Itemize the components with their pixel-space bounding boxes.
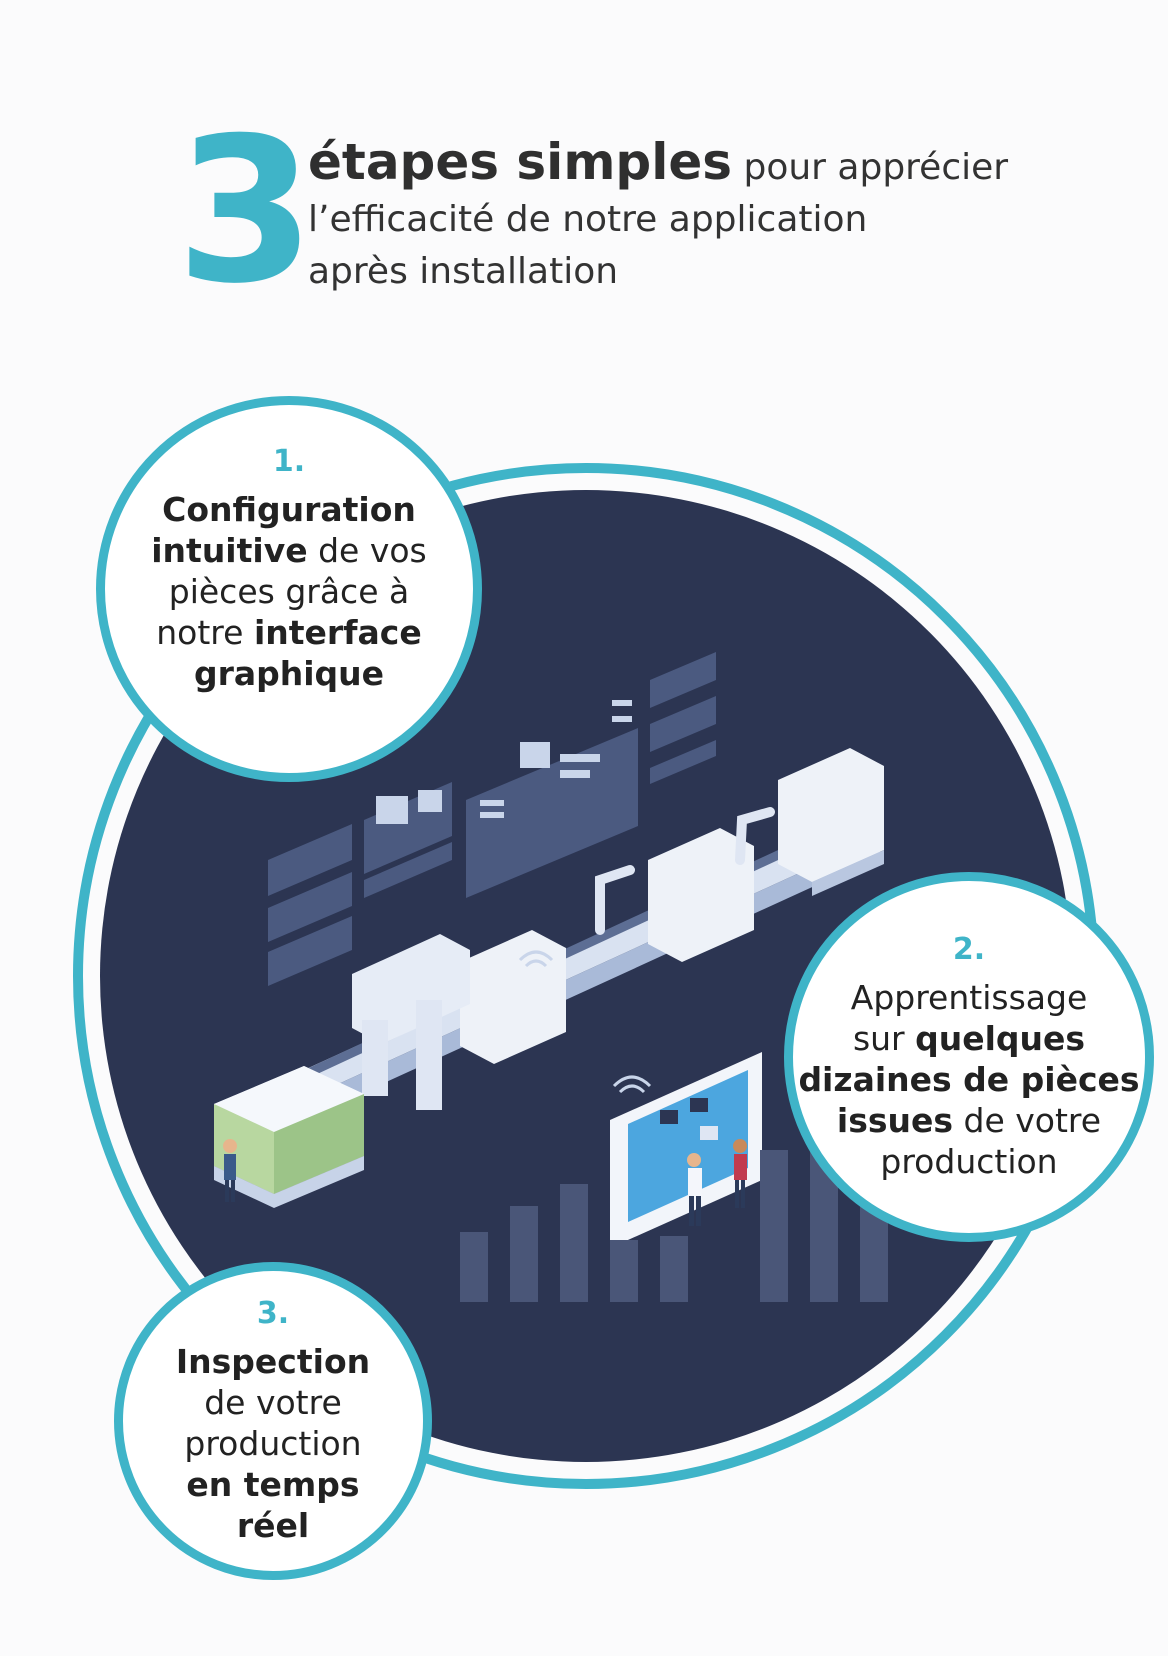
step-2-strong-1: quelques [915, 1019, 1086, 1058]
step-2-strong-2: dizaines de pièces [798, 1060, 1140, 1099]
header: 3 étapes simples pour apprécier l’effica… [0, 0, 1168, 320]
step-2-text-4: production [880, 1142, 1058, 1181]
step-1-text-4: notre [156, 613, 254, 652]
headline: étapes simples pour apprécier l’efficaci… [308, 136, 1028, 298]
step-2-text-1: Apprentissage [850, 978, 1088, 1017]
step-1-strong: Configuration [162, 490, 416, 529]
wifi-icon [518, 950, 652, 1094]
headline-line-3: après installation [308, 251, 619, 292]
step-2-strong-3: issues [836, 1101, 954, 1140]
step-2-text-2: sur [852, 1019, 916, 1058]
tablet [610, 1052, 762, 1248]
steps-count-number: 3 [176, 95, 315, 328]
step-3-strong-2: en temps [186, 1465, 360, 1504]
robot-arms [595, 807, 775, 935]
step-1-strong-2: intuitive [151, 531, 308, 570]
step-2-text: Apprentissage sur quelques dizaines de p… [798, 977, 1139, 1182]
step-1-strong-3: interface [253, 613, 422, 652]
step-3-strong-1: Inspection [175, 1342, 371, 1381]
step-2-text-3: de votre [953, 1101, 1102, 1140]
step-1-number: 1. [272, 444, 306, 479]
step-3-number: 3. [256, 1296, 290, 1331]
panel-details [376, 700, 632, 824]
step-3-text-2: production [184, 1424, 362, 1463]
step-2-number: 2. [952, 932, 986, 967]
step-3-text: Inspection de votre production en temps … [176, 1341, 370, 1546]
step-2-bubble: 2. Apprentissage sur quelques dizaines d… [784, 872, 1154, 1242]
machines [352, 748, 884, 1110]
headline-strong: étapes simples [308, 133, 733, 191]
headline-line-2: l’efficacité de notre application [308, 199, 868, 240]
pallet-boxes [214, 1066, 364, 1208]
step-3-text-1: de votre [204, 1383, 342, 1422]
people [223, 1139, 747, 1226]
step-1-text-2: de vos [307, 531, 427, 570]
step-3-bubble: 3. Inspection de votre production en tem… [114, 1262, 432, 1580]
step-1-bubble: 1. Configuration intuitive de vos pièces… [96, 396, 482, 782]
step-1-text-3: pièces grâce à [168, 572, 410, 611]
step-1-text: Configuration intuitive de vos pièces gr… [151, 489, 427, 694]
step-1-strong-4: graphique [193, 654, 385, 693]
step-3-strong-3: réel [236, 1506, 310, 1545]
headline-rest: pour apprécier [732, 147, 1009, 188]
